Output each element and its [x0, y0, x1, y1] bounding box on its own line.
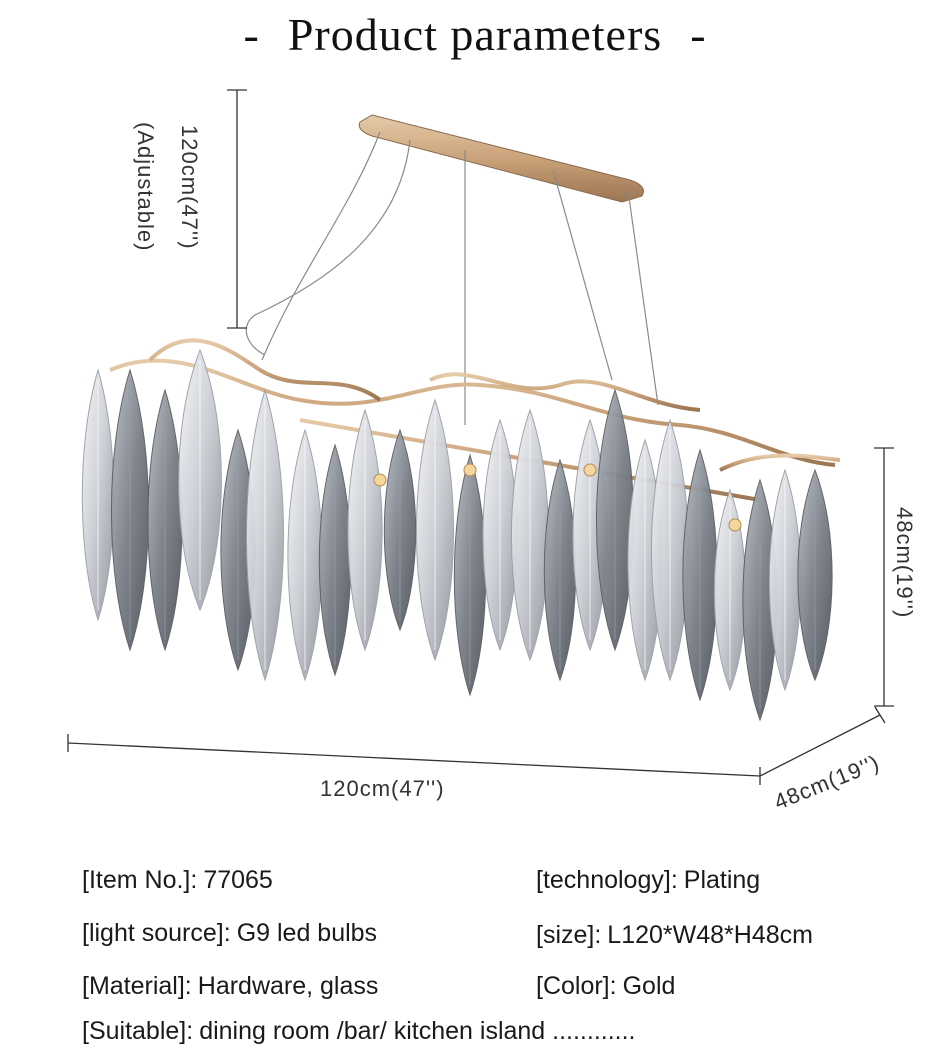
spec-light-source: [light source]:G9 led bulbs — [82, 919, 377, 948]
suspension-wires — [245, 131, 659, 425]
spec-material: [Material]:Hardware, glass — [82, 972, 378, 1001]
spec-material-value: Hardware, glass — [197, 972, 379, 1000]
spec-technology: [technology]:Plating — [536, 866, 760, 895]
spec-color: [Color]:Gold — [536, 972, 675, 1001]
bulb-icon — [728, 518, 742, 532]
spec-suitable-value: dining room /bar/ kitchen island .......… — [199, 1017, 636, 1045]
spec-color-label: [Color]: — [536, 972, 617, 1000]
spec-technology-label: [technology]: — [536, 866, 678, 894]
spec-suitable: [Suitable]:dining room /bar/ kitchen isl… — [82, 1017, 636, 1046]
spec-technology-value: Plating — [683, 866, 761, 894]
ceiling-canopy — [358, 114, 644, 203]
title-dash-right: - — [690, 9, 707, 60]
bulb-icon — [373, 473, 387, 487]
height-dimension-cable — [227, 89, 247, 329]
length-label: 120cm(47'') — [320, 776, 445, 801]
height-adjustable-label-2: (Adjustable) — [133, 122, 158, 251]
spec-size-value: L120*W48*H48cm — [607, 921, 813, 949]
spec-item-no-value: 77065 — [203, 866, 273, 894]
lamp-height-label: 48cm(19'') — [892, 507, 917, 618]
spec-suitable-label: [Suitable]: — [82, 1017, 194, 1045]
bulb-icon — [463, 463, 477, 477]
spec-item-no-label: [Item No.]: — [82, 866, 198, 894]
width-label: 48cm(19'') — [771, 750, 884, 815]
spec-light-source-value: G9 led bulbs — [236, 919, 378, 947]
spec-size: [size]:L120*W48*H48cm — [536, 921, 813, 950]
glass-leaves — [81, 348, 833, 722]
spec-size-label: [size]: — [536, 921, 602, 949]
spec-item-no: [Item No.]:77065 — [82, 866, 273, 895]
height-adjustable-label-1: 120cm(47'') — [177, 125, 202, 250]
spec-light-source-label: [light source]: — [82, 919, 231, 947]
spec-material-label: [Material]: — [82, 972, 192, 1000]
page-title: -Product parameters- — [0, 8, 950, 61]
spec-color-value: Gold — [622, 972, 676, 1000]
bulb-icon — [583, 463, 597, 477]
chandelier-diagram: 120cm(47'') (Adjustable) 48cm(19'') 120c… — [67, 89, 917, 815]
title-text: Product parameters — [287, 9, 663, 60]
title-dash-left: - — [243, 9, 260, 60]
lamp-height-dimension — [874, 447, 894, 707]
width-dimension — [759, 706, 886, 777]
